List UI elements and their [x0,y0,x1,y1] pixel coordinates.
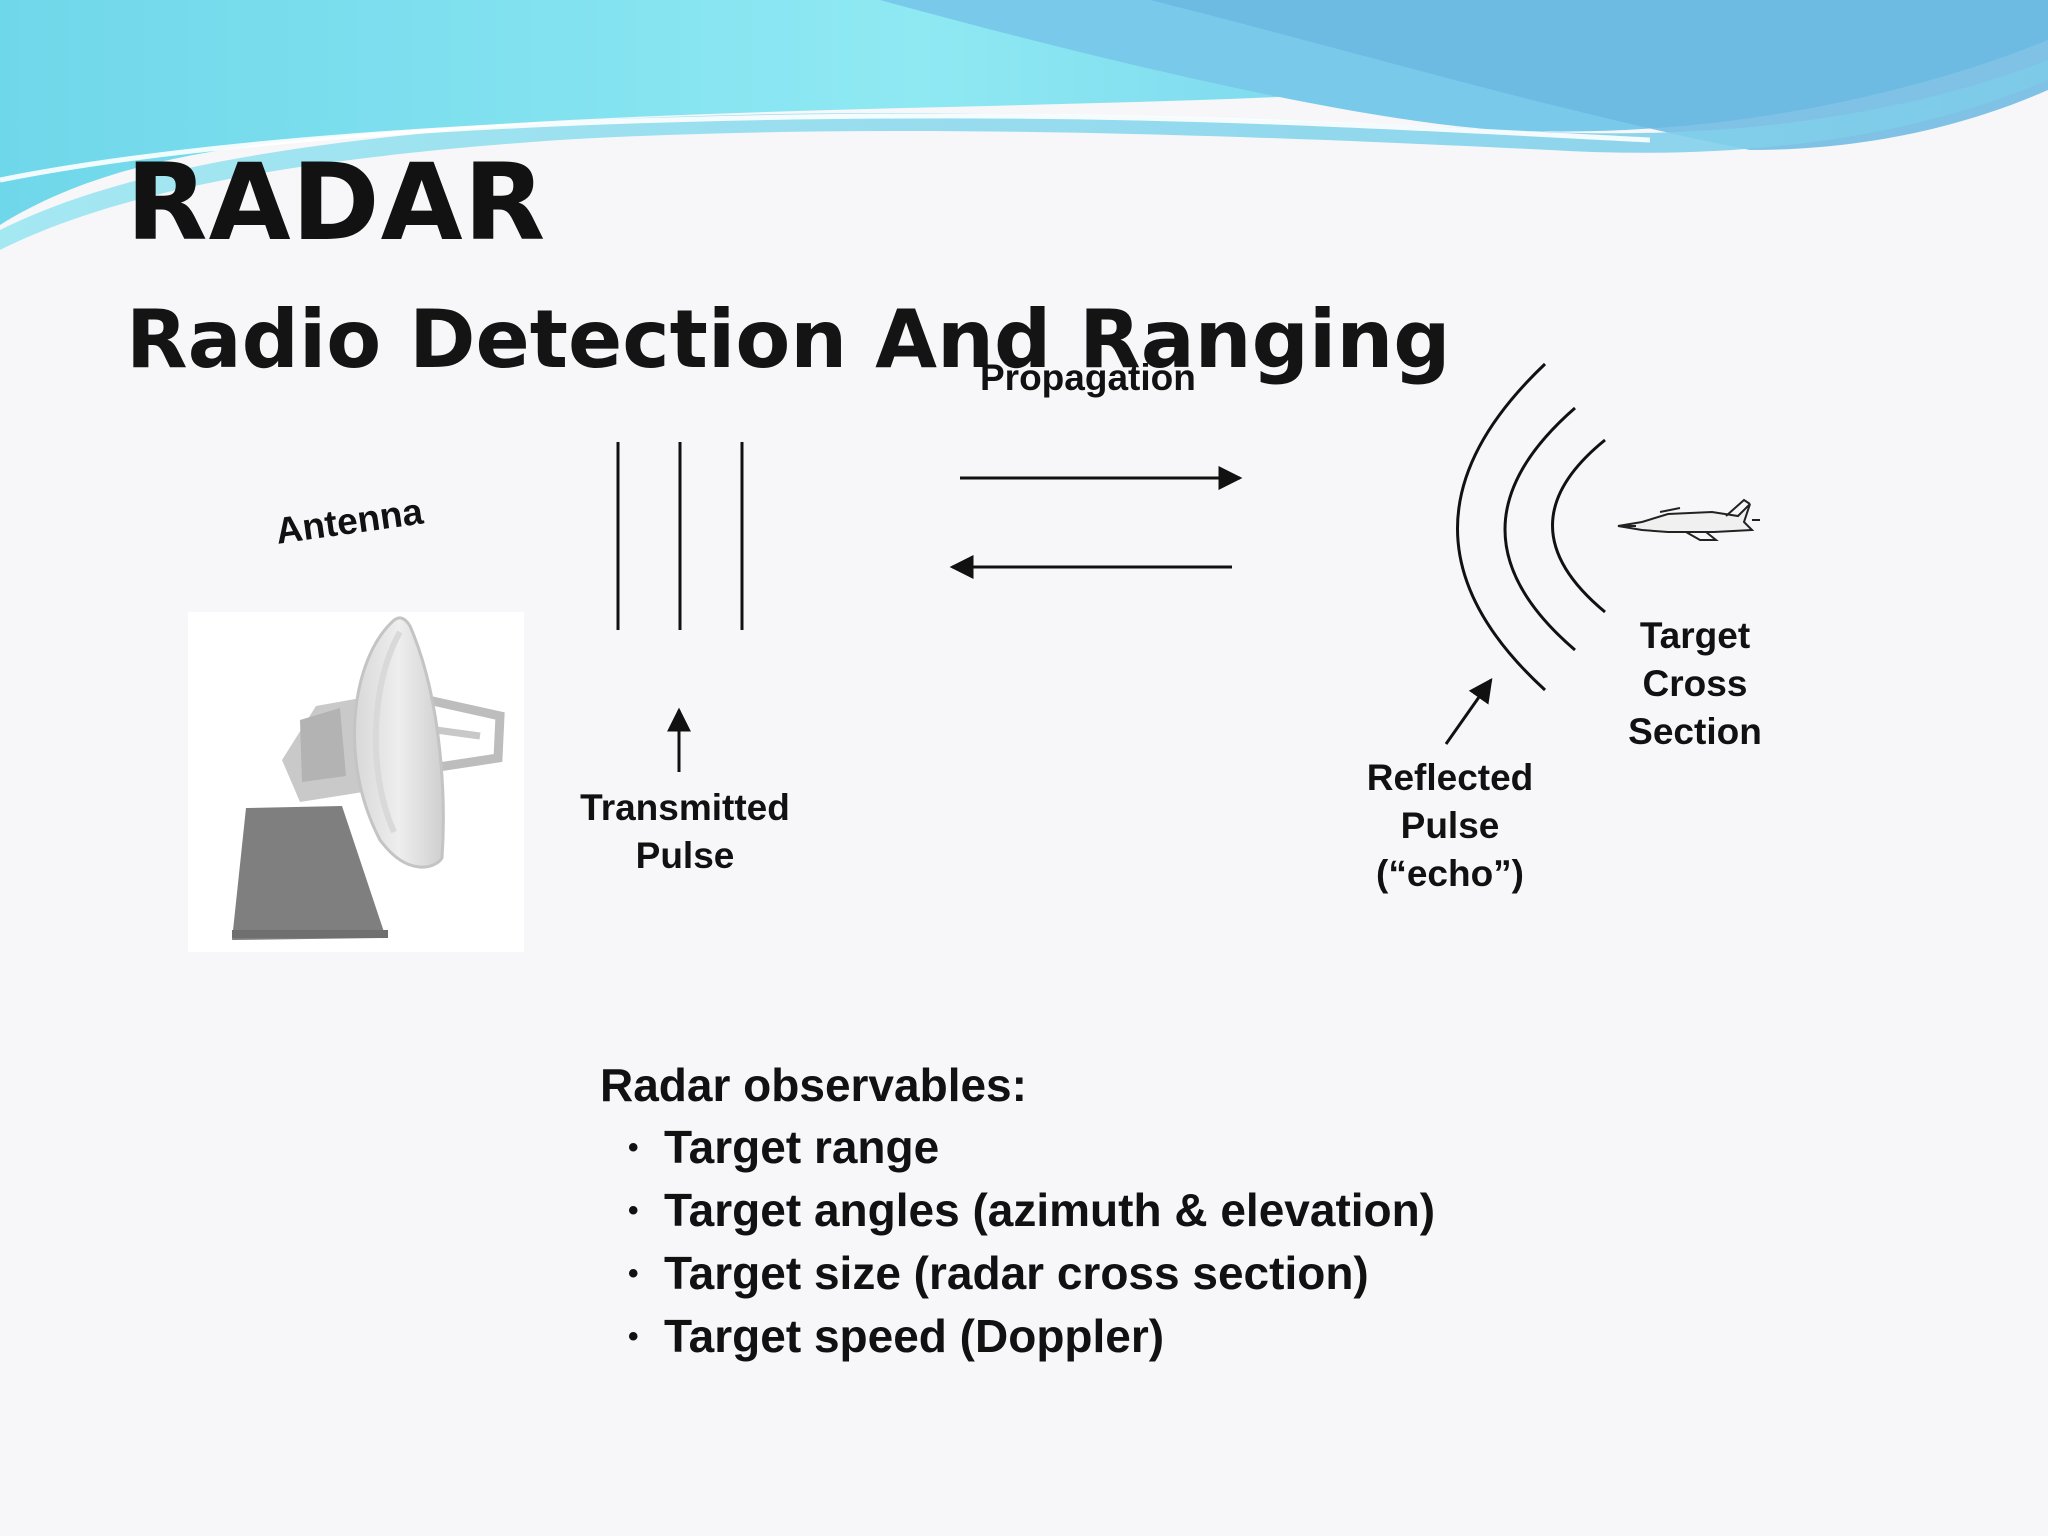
transmitted-pulse-wavefronts [616,442,744,630]
propagation-label: Propagation [980,357,1196,398]
list-item: • Target range [628,1116,1435,1179]
header-wave-decoration [0,0,2048,250]
list-item: • Target angles (azimuth & elevation) [628,1179,1435,1242]
target-cross-section-label-line: Target [1639,615,1751,656]
slide-subtitle: Radio Detection And Ranging [126,293,1451,386]
list-item-text: Target angles (azimuth & elevation) [664,1184,1436,1236]
list-item: • Target size (radar cross section) [628,1242,1435,1305]
reflected-pulse-label-line: (“echo”) [1376,853,1524,894]
list-item-text: Target speed (Doppler) [664,1310,1165,1362]
reflected-pulse-label-line: Reflected [1366,757,1534,798]
bullet-icon: • [628,1320,639,1353]
reflected-pulse-pointer-arrow [1444,678,1493,745]
reflected-pulse-label: Reflected Pulse (“echo”) [1330,754,1570,898]
bullet-icon: • [628,1257,639,1290]
reflected-pulse-label-line: Pulse [1400,805,1500,846]
transmitted-pulse-label-line: Transmitted [580,787,790,828]
target-cross-section-label: Target Cross Section [1600,612,1790,756]
radar-antenna-illustration [188,612,524,952]
target-cross-section-label-line: Cross [1642,663,1748,704]
transmitted-pulse-label-line: Pulse [635,835,735,876]
target-aircraft-icon [1617,498,1760,541]
observables-heading: Radar observables: [600,1059,1027,1111]
target-cross-section-label-line: Section [1628,711,1762,752]
list-item: • Target speed (Doppler) [628,1305,1435,1368]
slide-title: RADAR [126,141,547,264]
transmitted-pulse-label: Transmitted Pulse [560,784,810,880]
radar-observables: Radar observables: • Target range • Target… [600,1054,1435,1368]
bullet-icon: • [628,1131,639,1164]
bullet-icon: • [628,1194,639,1227]
observables-list: • Target range • Target angles (azimuth & … [600,1116,1435,1368]
list-item-text: Target size (radar cross section) [664,1247,1369,1299]
list-item-text: Target range [664,1121,940,1173]
reflected-echo-arcs [1456,362,1606,692]
